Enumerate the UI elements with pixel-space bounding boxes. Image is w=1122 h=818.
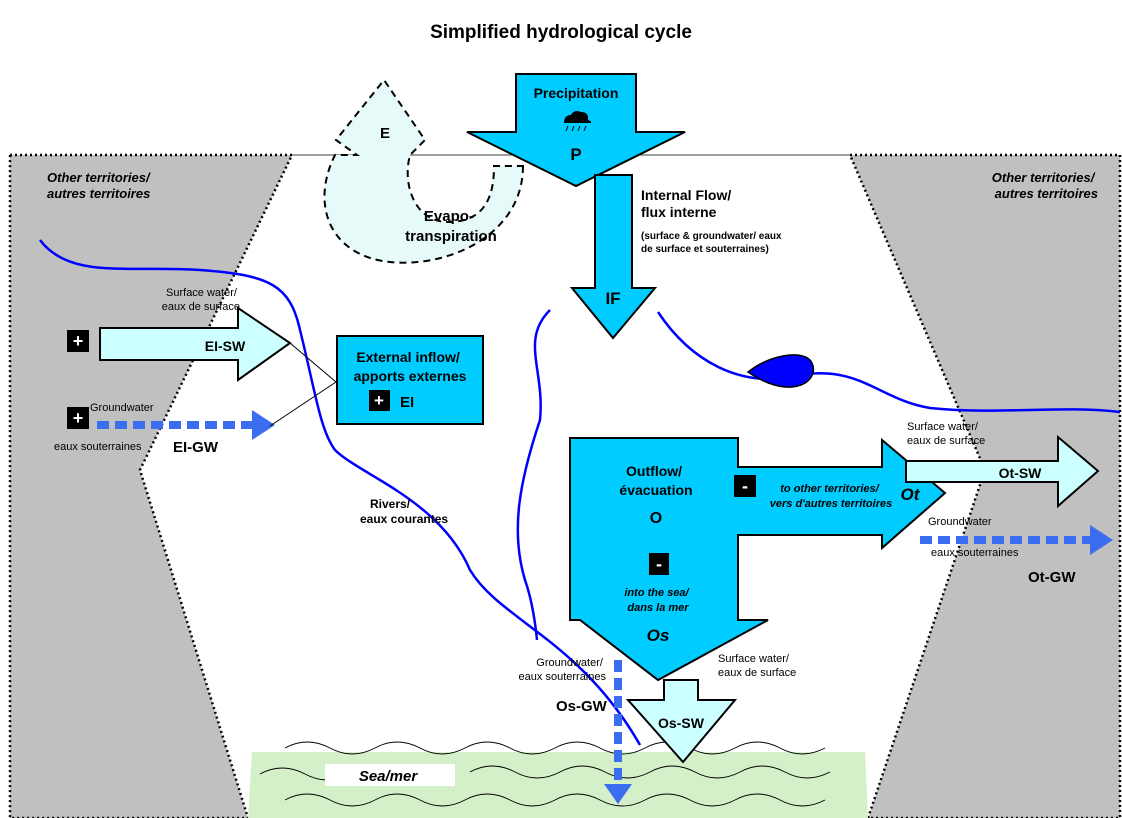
ei-sw-plus: + [73, 331, 84, 351]
ei-plus: + [374, 391, 384, 410]
lake [746, 354, 815, 388]
outflow-sea-minus: - [656, 554, 662, 574]
rivers-label: Rivers/ eaux courantes [360, 497, 448, 526]
other-territory-left [8, 153, 294, 818]
outflow-label: Outflow/ évacuation [619, 463, 692, 498]
ei-connector-top [289, 342, 337, 383]
ei-gw-arrow-head [252, 410, 275, 440]
ot-sw-code: Ot-SW [999, 465, 1043, 481]
ei-sw-code: EI-SW [205, 338, 246, 354]
evapotranspiration-arrow [323, 78, 525, 264]
sea-waves [259, 741, 831, 807]
os-gw-arrow-head [604, 784, 632, 804]
evap-code: E [380, 125, 390, 142]
groundwater-bottom-label: Groundwater/ eaux souterraines [519, 657, 607, 683]
outflow-code: O [650, 510, 662, 527]
ei-code: EI [400, 394, 414, 411]
ei-sw-arrow [99, 306, 292, 382]
outflow-territory-minus: - [742, 476, 748, 496]
other-territory-right [848, 153, 1122, 818]
internal-flow-note: (surface & groundwater/ eaux de surface … [641, 231, 784, 255]
os-sw-code: Os-SW [658, 715, 705, 731]
ot-gw-code: Ot-GW [1028, 569, 1076, 586]
ot-gw-arrow-head [1090, 525, 1113, 555]
internal-flow-label: Internal Flow/ flux interne [641, 187, 735, 220]
groundwater-right-label: Groundwater [928, 516, 992, 528]
os-gw-code: Os-GW [556, 698, 608, 715]
eaux-souterraines-left-label: eaux souterraines [54, 441, 142, 453]
precipitation-label: Precipitation [534, 85, 619, 101]
outflow-territory-minus-badge [734, 475, 756, 497]
to-other-territories-label: to other territories/ vers d'autres terr… [770, 483, 892, 510]
groundwater-left-label: Groundwater [90, 402, 154, 414]
ei-gw-plus-badge [67, 407, 89, 429]
rain-cloud-icon [564, 111, 592, 132]
precipitation-arrow [466, 73, 686, 188]
ei-sw-plus-badge [67, 330, 89, 352]
ot-code: Ot [901, 485, 921, 504]
outflow-sea-minus-badge [649, 553, 669, 575]
ei-gw-code: EI-GW [173, 439, 219, 456]
external-inflow-label: External inflow/ apports externes [354, 349, 467, 384]
outflow-arrow [569, 437, 947, 682]
ot-sw-arrow [905, 434, 1100, 509]
os-code: Os [647, 626, 670, 645]
ei-plus-badge [369, 390, 390, 411]
sea-label-box [325, 764, 455, 786]
eaux-souterraines-right-label: eaux souterraines [931, 547, 1019, 559]
ei-connector-bottom [269, 381, 337, 427]
evapotranspiration-label: Evapo- transpiration [405, 208, 497, 245]
surface-water-right-label: Surface water/ eaux de surface [907, 421, 985, 447]
os-sw-arrow [625, 679, 738, 764]
sea-label: Sea/mer [359, 768, 419, 785]
other-territories-right-label: Other territories/ autres territoires [992, 170, 1098, 201]
internal-flow-arrow [569, 174, 658, 340]
page-title: Simplified hydrological cycle [430, 22, 692, 43]
into-sea-label: into the sea/ dans la mer [624, 587, 691, 614]
surface-water-left-label: Surface water/ eaux de surface [162, 287, 240, 313]
precip-code: P [570, 145, 581, 164]
internal-flow-code: IF [605, 289, 620, 308]
ei-gw-plus: + [73, 408, 84, 428]
external-inflow-box [336, 335, 484, 425]
rivers [39, 239, 1121, 746]
surface-water-bottom-label: Surface water/ eaux de surface [718, 653, 796, 679]
other-territories-left-label: Other territories/ autres territoires [47, 170, 153, 201]
